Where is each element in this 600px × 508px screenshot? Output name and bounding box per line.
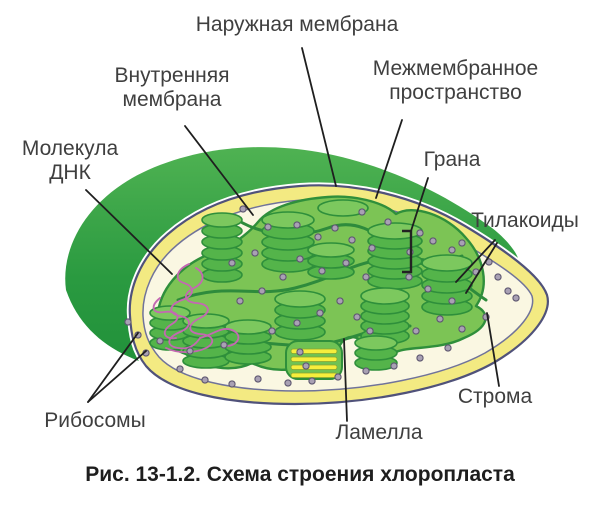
ribosome-dot — [314, 233, 322, 241]
intermembrane-space-leader — [375, 119, 403, 199]
ribosome-dot — [458, 325, 466, 333]
intermembrane-space-label: Межмембранное пространство — [353, 57, 558, 105]
ribosome-dot — [358, 208, 366, 216]
ribosome-dot — [228, 259, 236, 267]
ribosome-dot — [424, 285, 432, 293]
ribosome-dot — [251, 249, 259, 257]
grana-stack — [367, 222, 423, 290]
ribosome-dot — [362, 273, 370, 281]
ribosome-dot — [293, 319, 301, 327]
ribosome-dot — [416, 229, 424, 237]
thylakoids-label: Тилакоиды — [471, 209, 579, 232]
ribosome-dot — [384, 218, 392, 226]
grana-stack — [317, 199, 369, 217]
leader-lines-layer — [85, 47, 500, 422]
ribosome-dot — [254, 375, 262, 383]
ribosome-dot — [444, 344, 452, 352]
inner-membrane-leader — [184, 125, 254, 216]
ribosome-dot — [186, 347, 194, 355]
ribosome-dot — [458, 239, 466, 247]
ribosome-dot — [412, 327, 420, 335]
ribosome-dot — [366, 327, 374, 335]
grana-stack — [182, 313, 230, 369]
ribosome-dot — [284, 379, 292, 387]
ribosome-dot — [176, 365, 184, 373]
grana-stack — [354, 335, 398, 371]
ribosome-dot — [156, 337, 164, 345]
ribosome-dot — [405, 273, 413, 281]
ribosome-dot — [296, 255, 304, 263]
ribosome-dot — [264, 223, 272, 231]
stroma-leader — [486, 312, 500, 387]
dna-leader — [85, 189, 173, 275]
ribosome-dot — [201, 376, 209, 384]
ribosome-dot — [220, 341, 228, 349]
ribosome-dot — [258, 287, 266, 295]
ribosome-dot — [296, 348, 304, 356]
ribosome-dot — [236, 297, 244, 305]
lamella-label: Ламелла — [335, 421, 423, 444]
ribosomes-label: Рибосомы — [44, 409, 146, 432]
ribosome-dot — [336, 297, 344, 305]
inner-membrane-label-line2: мембрана — [122, 88, 222, 111]
ribosome-dot — [331, 224, 339, 232]
figure-caption: Рис. 13-1.2. Схема строения хлоропласта — [85, 463, 515, 486]
ribosome-leader-1 — [87, 332, 139, 403]
granum-bracket — [402, 229, 413, 274]
dna-molecule-label: Молекула ДНК — [8, 137, 132, 185]
lamella-leader — [343, 338, 348, 422]
thylakoid-leader-1 — [455, 239, 496, 283]
ribosome-leader-2 — [87, 350, 147, 403]
ribosome-dot — [279, 273, 287, 281]
ribosome-dot — [316, 309, 324, 317]
ribosome-dot — [362, 367, 370, 375]
grana-label: Грана — [423, 148, 481, 171]
ribosome-dot — [308, 377, 316, 385]
ribosome-dot — [390, 362, 398, 370]
thylakoid-leader-2 — [465, 242, 498, 294]
ribosome-dot — [368, 244, 376, 252]
ribosome-dot — [124, 318, 132, 326]
grana-stack — [360, 287, 410, 345]
ribosome-dot — [302, 362, 310, 370]
grana-leader — [410, 177, 429, 232]
ribosome-dot — [416, 354, 424, 362]
stroma-label: Строма — [457, 385, 533, 408]
ribosome-dot — [348, 236, 356, 244]
grana-stack — [224, 319, 272, 365]
ribosome-dot — [239, 205, 247, 213]
inner-membrane-label-line1: Внутренняя — [114, 64, 230, 87]
ribosome-dot — [342, 259, 350, 267]
ribosome-dot — [512, 294, 520, 302]
lamella-structure — [285, 340, 343, 380]
ribosome-dot — [429, 237, 437, 245]
dna-molecule — [152, 263, 240, 354]
intermembrane-label-line1: Межмембранное — [372, 57, 539, 80]
ribosome-dot — [268, 327, 276, 335]
ribosome-dot — [318, 267, 326, 275]
inner-membrane-label: Внутренняя мембрана — [92, 64, 252, 112]
ribosome-dot — [436, 315, 444, 323]
grana-stack — [307, 242, 355, 280]
ribosome-dot — [494, 273, 502, 281]
grana-stack — [261, 211, 315, 273]
dna-label-line1: Молекула — [21, 137, 119, 160]
ribosome-dot — [353, 313, 361, 321]
grana-stack — [201, 212, 243, 283]
outer-membrane-leader — [301, 47, 337, 187]
ribosome-dot — [293, 221, 301, 229]
outer-membrane-label: Наружная мембрана — [195, 13, 399, 36]
grana-stack — [421, 254, 473, 316]
ribosome-dot — [228, 380, 236, 388]
ribosome-dot — [448, 297, 456, 305]
dna-label-line2: ДНК — [49, 161, 91, 184]
ribosome-dot — [504, 287, 512, 295]
intermembrane-label-line2: пространство — [389, 81, 522, 104]
ribosome-dot — [334, 373, 342, 381]
ribosome-dot — [448, 246, 456, 254]
